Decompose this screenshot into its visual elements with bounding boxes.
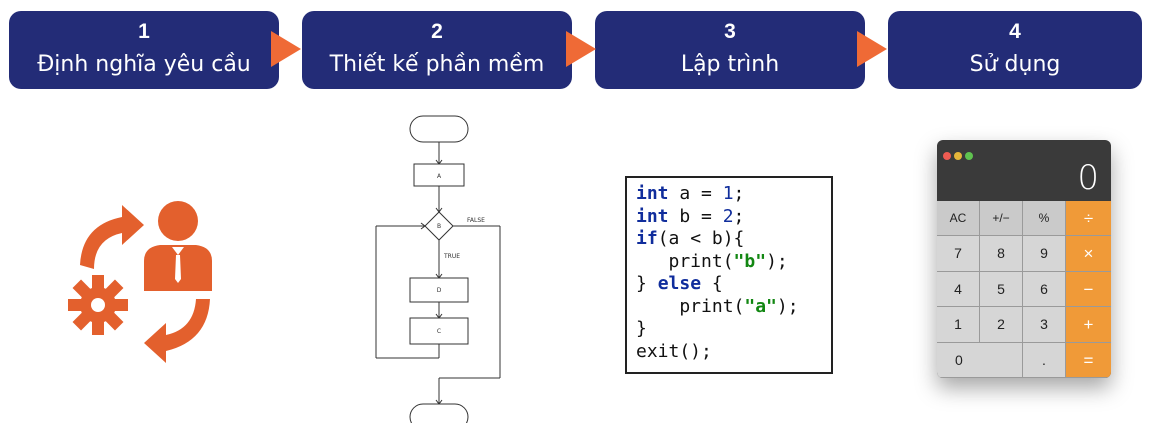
close-dot-icon[interactable] xyxy=(943,152,951,160)
step-label: Sử dụng xyxy=(969,52,1061,77)
step-arrow-3 xyxy=(857,31,887,67)
code-line: } else { xyxy=(636,273,723,294)
calc-key[interactable]: − xyxy=(1066,271,1111,308)
code-line: if(a < b){ xyxy=(636,228,745,249)
step-3: 3 Lập trình xyxy=(595,11,865,89)
calc-key[interactable]: = xyxy=(1066,342,1111,378)
flowchart-end xyxy=(409,403,469,423)
calc-key[interactable]: AC xyxy=(937,201,980,237)
minimize-dot-icon[interactable] xyxy=(954,152,962,160)
calc-key[interactable]: 3 xyxy=(1023,307,1066,343)
calc-key[interactable]: 7 xyxy=(937,236,980,272)
calc-key[interactable]: × xyxy=(1066,236,1111,272)
flowchart-box-c xyxy=(409,317,469,345)
flowchart-label-true: TRUE xyxy=(443,253,460,260)
step-arrow-2 xyxy=(566,31,596,67)
code-line: exit(); xyxy=(636,340,712,362)
calculator-display: 0 xyxy=(1077,158,1099,198)
calc-key[interactable]: + xyxy=(1066,307,1111,343)
step-4: 4 Sử dụng xyxy=(888,11,1142,89)
user-icon-head xyxy=(158,201,198,241)
code-snippet: int a = 1;int b = 2;if(a < b){ print("b"… xyxy=(625,176,833,374)
code-line: print("b"); xyxy=(636,250,788,272)
flowchart-box-d xyxy=(409,277,469,303)
step-arrow-1 xyxy=(271,31,301,67)
flowchart-label-a: A xyxy=(437,173,442,180)
calc-key[interactable]: +/− xyxy=(980,201,1023,237)
step-label: Thiết kế phần mềm xyxy=(329,52,545,77)
step-number: 4 xyxy=(1009,20,1021,43)
calc-key[interactable]: 8 xyxy=(980,236,1023,272)
flowchart-label-false: FALSE xyxy=(467,217,485,224)
code-line: int b = 2; xyxy=(636,205,745,227)
code-line: int a = 1; xyxy=(636,183,745,204)
calc-key[interactable]: 4 xyxy=(937,271,980,308)
gear-icon xyxy=(68,275,128,335)
step-number: 1 xyxy=(138,20,150,43)
calc-key[interactable]: 0 xyxy=(937,342,1023,378)
requirements-icon xyxy=(68,201,212,363)
step-1: 1 Định nghĩa yêu cầu xyxy=(9,11,279,89)
step-number: 2 xyxy=(431,20,443,43)
window-controls xyxy=(943,145,976,164)
code-line: } xyxy=(636,318,647,339)
flowchart-label-b: B xyxy=(437,223,441,230)
calc-key[interactable]: % xyxy=(1023,201,1066,237)
calc-key[interactable]: 5 xyxy=(980,271,1023,308)
flowchart: A B D C FALSE TRUE xyxy=(375,115,501,423)
step-label: Lập trình xyxy=(680,52,780,77)
calc-key[interactable]: 2 xyxy=(980,307,1023,343)
code-line: print("a"); xyxy=(636,295,799,317)
calc-key[interactable]: ÷ xyxy=(1066,201,1111,237)
refresh-arrows-icon-top xyxy=(80,205,144,269)
refresh-arrows-icon-bottom xyxy=(144,299,210,363)
step-label: Định nghĩa yêu cầu xyxy=(37,52,251,77)
calc-key[interactable]: 6 xyxy=(1023,271,1066,308)
calc-key[interactable]: 9 xyxy=(1023,236,1066,272)
step-number: 3 xyxy=(724,20,736,43)
zoom-dot-icon[interactable] xyxy=(965,152,973,160)
calc-key[interactable]: 1 xyxy=(937,307,980,343)
flowchart-label-c: C xyxy=(437,328,441,335)
flowchart-start xyxy=(409,115,469,143)
calc-key[interactable]: . xyxy=(1023,342,1066,378)
flowchart-label-d: D xyxy=(437,287,442,294)
step-2: 2 Thiết kế phần mềm xyxy=(302,11,572,89)
